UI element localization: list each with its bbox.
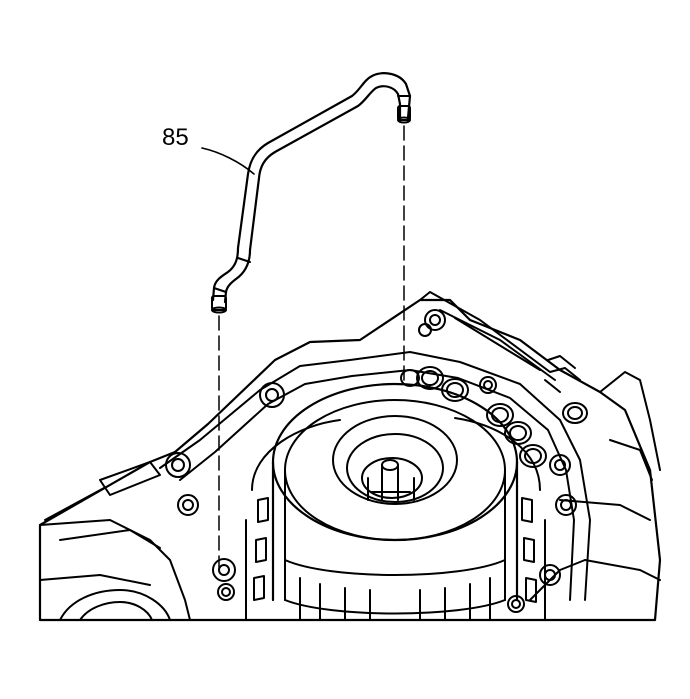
callout-85-label: 85 <box>162 124 189 151</box>
flange-bolt-holes <box>165 309 577 613</box>
tube-85 <box>211 72 412 314</box>
tube-end-upper <box>397 105 411 121</box>
tube-end-lower <box>211 295 227 311</box>
transmission-case <box>38 291 662 622</box>
callout-85-leader <box>201 147 255 175</box>
alignment-lines <box>218 125 405 571</box>
clutch-drum <box>245 382 546 621</box>
